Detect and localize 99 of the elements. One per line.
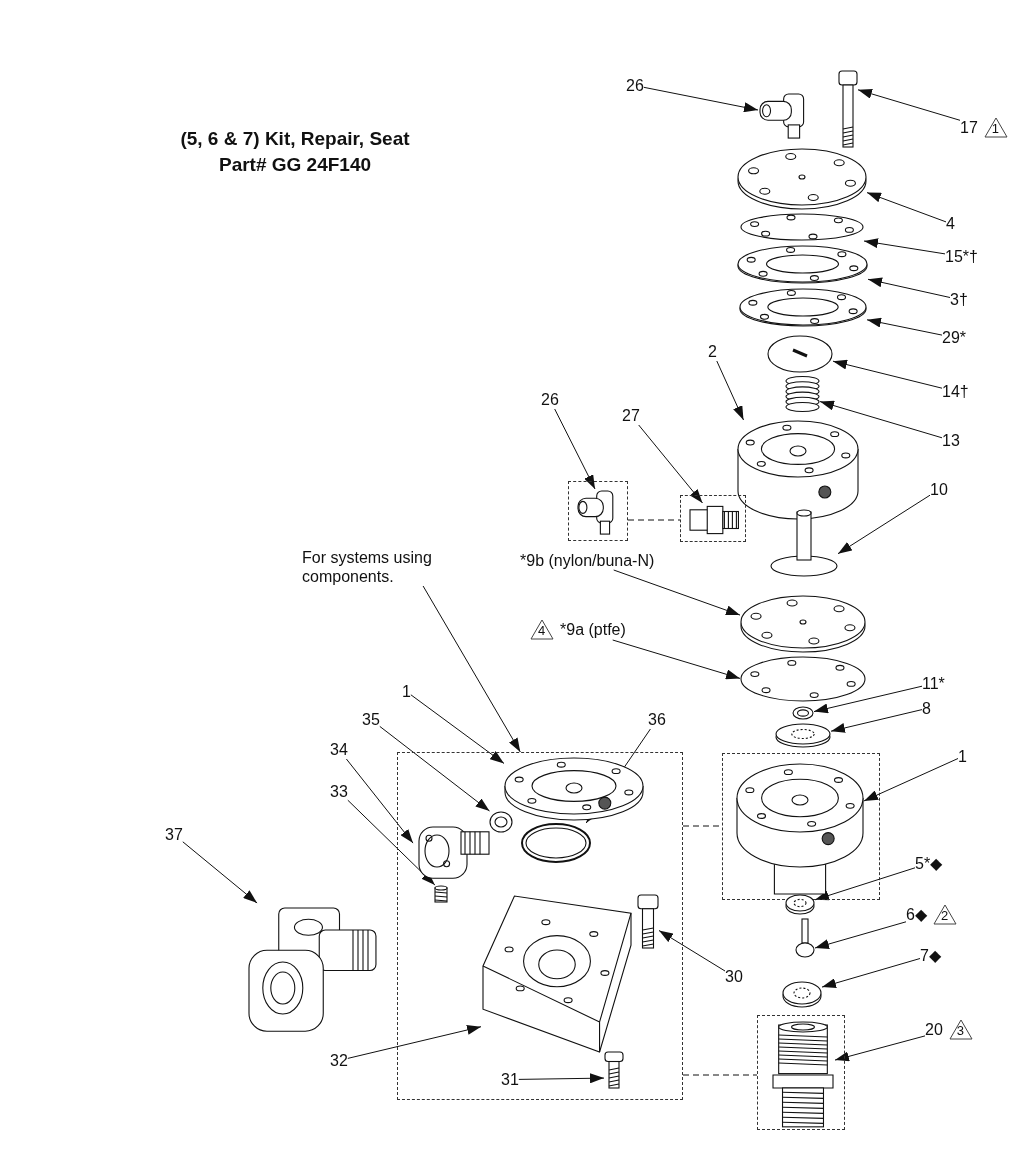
pin-drawing — [795, 918, 815, 958]
fitting-drawing — [688, 503, 740, 537]
leader-line — [182, 841, 258, 904]
washer-drawing — [489, 811, 513, 833]
leader-line — [813, 685, 923, 714]
dashed-group-frame — [568, 481, 628, 541]
note-number: 2 — [940, 908, 949, 924]
screw-drawing — [637, 894, 659, 949]
part-number: Part# GG 24F140 — [217, 153, 373, 177]
leader-line — [814, 921, 907, 949]
dashed-group-frame — [757, 1015, 845, 1130]
callout-number: 4 — [946, 214, 955, 233]
dashed-connector — [627, 519, 681, 521]
callout-number: 10 — [930, 480, 948, 499]
diaphragm-drawing — [740, 655, 866, 703]
callout-number: 33 — [330, 782, 348, 801]
screw-drawing — [604, 1051, 624, 1089]
callout-number: 20 — [925, 1020, 943, 1039]
callout-number: 27 — [622, 406, 640, 425]
leader-line — [347, 1025, 482, 1059]
callout-number: 30 — [725, 967, 743, 986]
housing-drawing — [504, 757, 644, 821]
callout-number: 29* — [942, 328, 967, 347]
leader-line — [837, 494, 931, 555]
leader-line — [830, 709, 923, 733]
leader-line — [554, 408, 596, 490]
housing-drawing — [736, 763, 864, 896]
leader-line — [832, 359, 943, 389]
cover-plate-drawing — [737, 145, 867, 211]
callout-number: *9b (nylon/buna-N) — [520, 551, 655, 570]
leader-line — [866, 192, 947, 223]
title: (5, 6 & 7) Kit, Repair, Seat — [179, 127, 411, 151]
gasket-drawing — [740, 212, 864, 242]
callout-number: 6◆ — [906, 905, 927, 924]
ring-drawing — [737, 243, 868, 285]
disc-drawing — [767, 335, 833, 373]
callout-number: 7◆ — [920, 946, 941, 965]
dashed-group-frame — [397, 752, 683, 1100]
screw-drawing — [838, 70, 858, 148]
leader-line — [866, 317, 943, 336]
housing-drawing — [737, 420, 859, 520]
leader-line — [658, 930, 726, 972]
leader-line — [643, 86, 759, 113]
callout-number: 5*◆ — [915, 854, 943, 873]
leader-line — [410, 694, 505, 764]
callout-number: 36 — [648, 710, 666, 729]
callout-number: 31 — [501, 1070, 519, 1089]
callout-number: 32 — [330, 1051, 348, 1070]
leader-line — [819, 400, 943, 439]
o-ring-drawing — [792, 706, 814, 720]
dashed-connector — [682, 1074, 758, 1076]
base-plate-drawing — [481, 894, 633, 1054]
leader-line — [716, 360, 744, 421]
callout-number: 1 — [402, 682, 411, 701]
note-number: 3 — [956, 1023, 965, 1039]
plug-drawing — [433, 885, 449, 905]
dashed-group-frame — [722, 753, 880, 900]
seat-drawing — [775, 722, 831, 748]
leader-line — [347, 799, 436, 886]
leader-line — [834, 1035, 926, 1062]
leader-line — [345, 758, 414, 844]
callout-number: 11* — [922, 674, 945, 693]
callout-number: 26 — [626, 76, 644, 95]
callout-number: 13 — [942, 431, 960, 450]
leader-line — [422, 585, 521, 753]
poppet-drawing — [770, 508, 838, 578]
callout-number: 34 — [330, 740, 348, 759]
note-number: 1 — [991, 121, 1000, 137]
seat-drawing — [782, 980, 822, 1008]
nipple-drawing — [771, 1021, 835, 1129]
callout-number: 1 — [958, 747, 967, 766]
callout-number: 8 — [922, 699, 931, 718]
callout-number: 17 — [960, 118, 978, 137]
dashed-group-frame — [680, 495, 746, 542]
diaphragm-drawing — [740, 592, 866, 654]
o-ring-drawing — [521, 823, 591, 863]
callout-number: 37 — [165, 825, 183, 844]
seat-drawing — [785, 893, 815, 915]
callout-number: 14† — [942, 382, 969, 401]
callout-number: 3† — [950, 290, 968, 309]
note-number: 4 — [538, 623, 546, 639]
callout-number: 15*† — [945, 247, 978, 266]
callout-number: *9a (ptfe) — [560, 620, 626, 639]
leader-line — [814, 867, 916, 901]
leader-line — [863, 758, 959, 802]
callout-number: 35 — [362, 710, 380, 729]
leader-line — [857, 89, 961, 121]
leader-line — [867, 277, 951, 298]
leader-line — [613, 569, 741, 616]
spring-drawing — [785, 375, 820, 413]
gasket-drawing — [739, 286, 867, 328]
callout-number: 2 — [708, 342, 717, 361]
leader-line — [821, 958, 921, 988]
callout-number: 26 — [541, 390, 559, 409]
leader-line — [638, 424, 703, 504]
leader-line — [612, 639, 741, 680]
leader-line — [863, 238, 946, 255]
leader-line — [379, 725, 490, 812]
leader-line — [518, 1073, 605, 1084]
